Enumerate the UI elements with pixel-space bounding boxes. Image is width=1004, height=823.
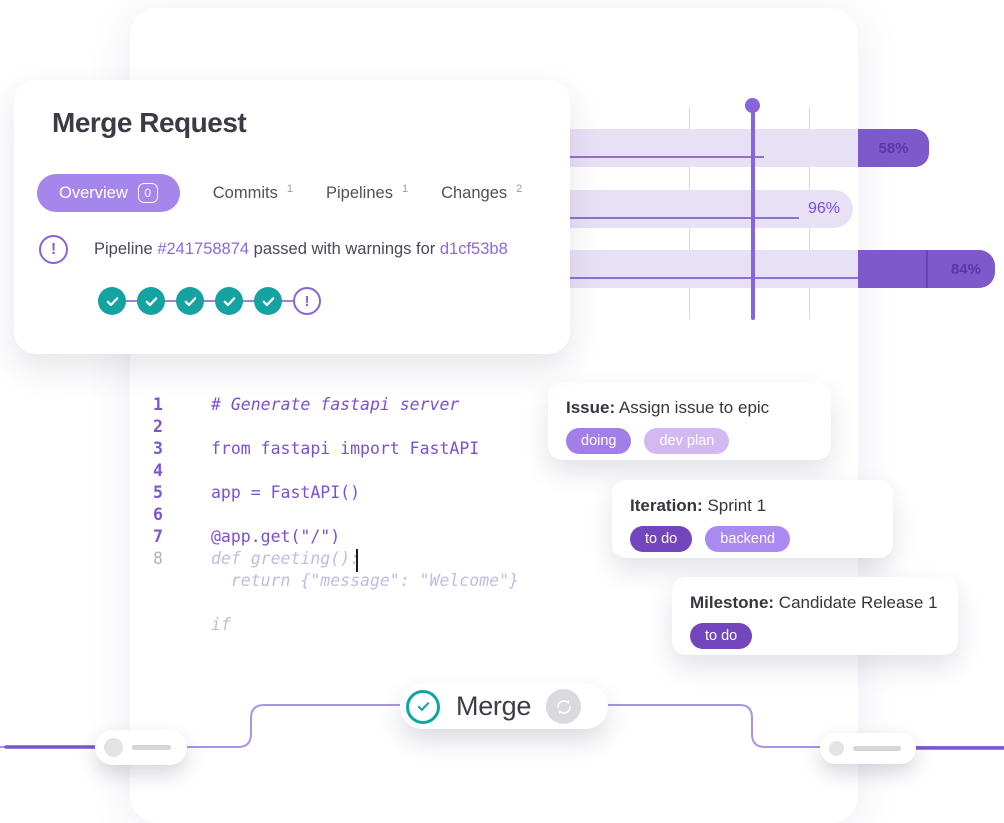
gantt-progress-label: 58%	[878, 139, 909, 157]
warning-icon: !	[39, 235, 68, 264]
merge-button[interactable]: Merge	[400, 684, 608, 729]
gantt-bar-track	[555, 250, 858, 288]
page-title: Merge Request	[52, 107, 247, 138]
iteration-card[interactable]: Iteration: Sprint 1 to do backend	[612, 480, 893, 558]
gantt-bar-divider	[926, 250, 928, 288]
branch-node-right	[820, 733, 916, 764]
stage-passed-icon[interactable]	[137, 287, 165, 315]
code-line-ai-suggestion: if	[211, 615, 231, 634]
gantt-bar-progress-line	[555, 277, 858, 279]
stage-passed-icon[interactable]	[254, 287, 282, 315]
gantt-progress-label: 84%	[950, 260, 981, 278]
merge-request-card: Merge Request Overview 0 Commits 1 Pipel…	[14, 80, 570, 354]
label-badge[interactable]: backend	[705, 526, 791, 552]
milestone-card-title: Milestone: Candidate Release 1	[690, 593, 938, 612]
code-line: 6	[153, 505, 163, 524]
code-comment: # Generate fastapi server	[211, 395, 460, 414]
tab-count: 2	[516, 182, 523, 195]
gantt-bar-progress-line	[555, 156, 764, 158]
milestone-card[interactable]: Milestone: Candidate Release 1 to do	[672, 577, 958, 655]
issue-card[interactable]: Issue: Assign issue to epic doing dev pl…	[548, 382, 831, 460]
tab-count-badge: 0	[137, 183, 158, 203]
gantt-bar-progress-line	[555, 217, 799, 219]
branch-node-skeleton-bar	[853, 746, 901, 751]
stage-passed-icon[interactable]	[98, 287, 126, 315]
stages-connector-line	[112, 300, 317, 302]
pipeline-id-link[interactable]: #241758874	[157, 240, 250, 258]
stage-passed-icon[interactable]	[215, 287, 243, 315]
tab-count: 1	[401, 182, 409, 195]
tab-pipelines[interactable]: Pipelines 1	[325, 182, 409, 202]
code-line	[153, 592, 519, 614]
tab-overview[interactable]: Overview 0	[37, 174, 180, 212]
commit-sha-link[interactable]: d1cf53b8	[439, 240, 508, 258]
pipeline-status-row: ! Pipeline #241758874 passed with warnin…	[39, 235, 508, 264]
label-badge[interactable]: to do	[690, 623, 753, 649]
gantt-today-line	[751, 104, 755, 320]
gantt-today-marker-dot	[745, 98, 760, 113]
iteration-card-title: Iteration: Sprint 1	[630, 496, 767, 515]
gantt-bar-filled: 84%	[858, 250, 995, 288]
code-line-ai-suggestion: return {"message": "Welcome"}	[211, 571, 519, 590]
label-badge[interactable]: to do	[630, 526, 693, 552]
tab-count: 1	[286, 182, 293, 195]
gantt-bar-filled: 58%	[858, 129, 929, 167]
pipeline-stages: !	[98, 287, 331, 315]
text-cursor	[356, 549, 359, 572]
stage-passed-icon[interactable]	[176, 287, 204, 315]
gantt-progress-label: 96%	[807, 200, 840, 217]
gantt-bar-track: 96%	[555, 190, 853, 228]
label-badge[interactable]: doing	[566, 428, 632, 454]
gantt-bar-track	[555, 129, 860, 167]
code-line: 1# Generate fastapi server	[153, 395, 460, 414]
issue-card-title: Issue: Assign issue to epic	[566, 398, 770, 417]
label-badge[interactable]: dev plan	[644, 428, 730, 454]
stage-warning-icon[interactable]: !	[293, 287, 321, 315]
pipeline-status-text: Pipeline #241758874 passed with warnings…	[94, 240, 508, 258]
tab-bar: Overview 0 Commits 1 Pipelines 1 Changes…	[37, 174, 522, 212]
refresh-icon[interactable]	[546, 689, 582, 724]
check-circle-icon	[406, 689, 440, 724]
branch-node-left	[95, 730, 187, 765]
merge-button-label: Merge	[456, 691, 532, 721]
code-line: 7@app.get("/")	[153, 527, 341, 546]
branch-node-skeleton-bar	[132, 745, 171, 750]
code-line: 4	[153, 461, 163, 480]
tab-changes[interactable]: Changes 2	[441, 182, 523, 202]
code-line: 2	[153, 417, 163, 436]
tab-commits[interactable]: Commits 1	[212, 182, 293, 202]
branch-node-avatar-dot	[104, 738, 123, 757]
branch-node-avatar-dot	[829, 741, 844, 756]
